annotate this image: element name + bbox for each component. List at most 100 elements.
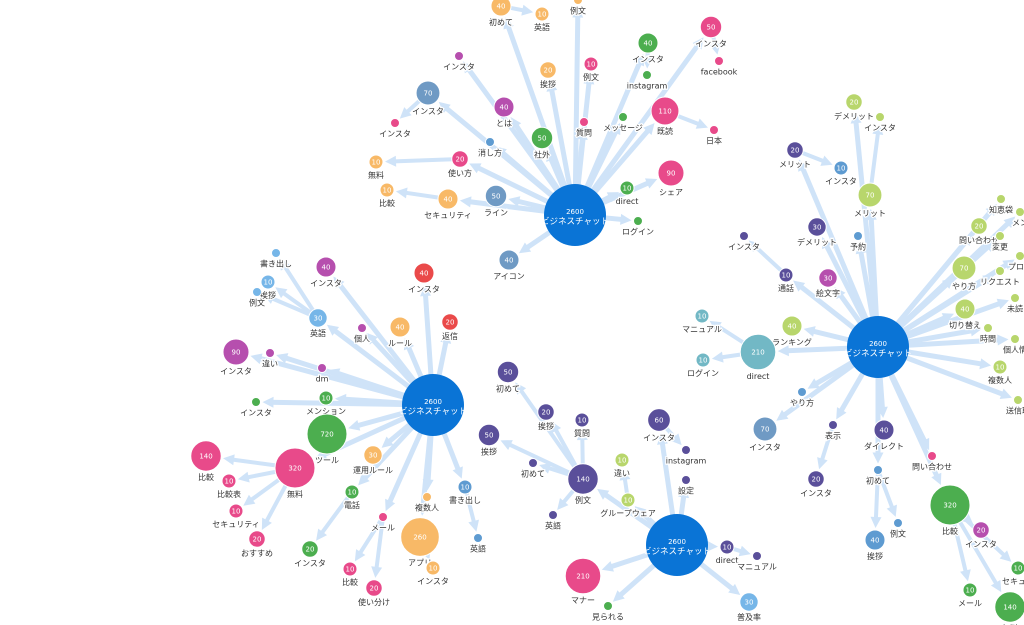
- keyword-node[interactable]: 140無料: [994, 591, 1024, 625]
- keyword-node[interactable]: 表示: [824, 420, 842, 442]
- keyword-node[interactable]: メール: [370, 512, 396, 534]
- keyword-node[interactable]: 英語: [544, 510, 562, 532]
- keyword-node[interactable]: 見られる: [591, 601, 625, 623]
- keyword-node[interactable]: 問い合わせ: [911, 451, 953, 473]
- keyword-node[interactable]: インスタ: [442, 51, 476, 73]
- keyword-node[interactable]: 個人情: [1002, 334, 1024, 356]
- keyword-node[interactable]: 変更: [991, 231, 1009, 253]
- keyword-node[interactable]: インスタ: [863, 112, 897, 134]
- keyword-node[interactable]: facebook: [699, 56, 739, 78]
- keyword-node[interactable]: 初めて: [520, 458, 546, 480]
- keyword-node[interactable]: 個人: [353, 323, 371, 345]
- keyword-node[interactable]: 消し方: [477, 137, 503, 159]
- keyword-node[interactable]: インスタ: [727, 231, 761, 253]
- keyword-node[interactable]: 例文: [889, 518, 907, 540]
- keyword-node[interactable]: 例文: [569, 0, 587, 17]
- keyword-node[interactable]: 初めて: [865, 465, 891, 487]
- keyword-node[interactable]: メッセージ: [602, 112, 644, 134]
- keyword-node[interactable]: インスタ: [239, 397, 273, 419]
- keyword-node[interactable]: やり方: [789, 387, 815, 409]
- keyword-node[interactable]: 例文: [248, 287, 266, 309]
- keyword-node[interactable]: プロア: [1007, 251, 1024, 273]
- keyword-node[interactable]: リクエスト: [979, 266, 1021, 288]
- keyword-node[interactable]: 予約: [849, 231, 867, 253]
- keyword-node[interactable]: 違い: [261, 348, 279, 370]
- keyword-node[interactable]: マニュアル: [736, 551, 778, 573]
- keyword-node[interactable]: 複数人: [414, 492, 440, 514]
- keyword-node[interactable]: インスタ: [378, 118, 412, 140]
- keyword-node[interactable]: 設定: [677, 475, 695, 497]
- keyword-node[interactable]: dm: [314, 363, 330, 385]
- keyword-node[interactable]: 送信取: [1005, 395, 1024, 417]
- keyword-node[interactable]: 未読: [1006, 293, 1024, 315]
- keyword-node[interactable]: 時間: [979, 323, 997, 345]
- keyword-node[interactable]: 日本: [705, 125, 723, 147]
- keyword-node[interactable]: メン: [1011, 207, 1024, 229]
- keyword-node[interactable]: ログイン: [621, 216, 655, 238]
- keyword-node[interactable]: 質問: [575, 117, 593, 139]
